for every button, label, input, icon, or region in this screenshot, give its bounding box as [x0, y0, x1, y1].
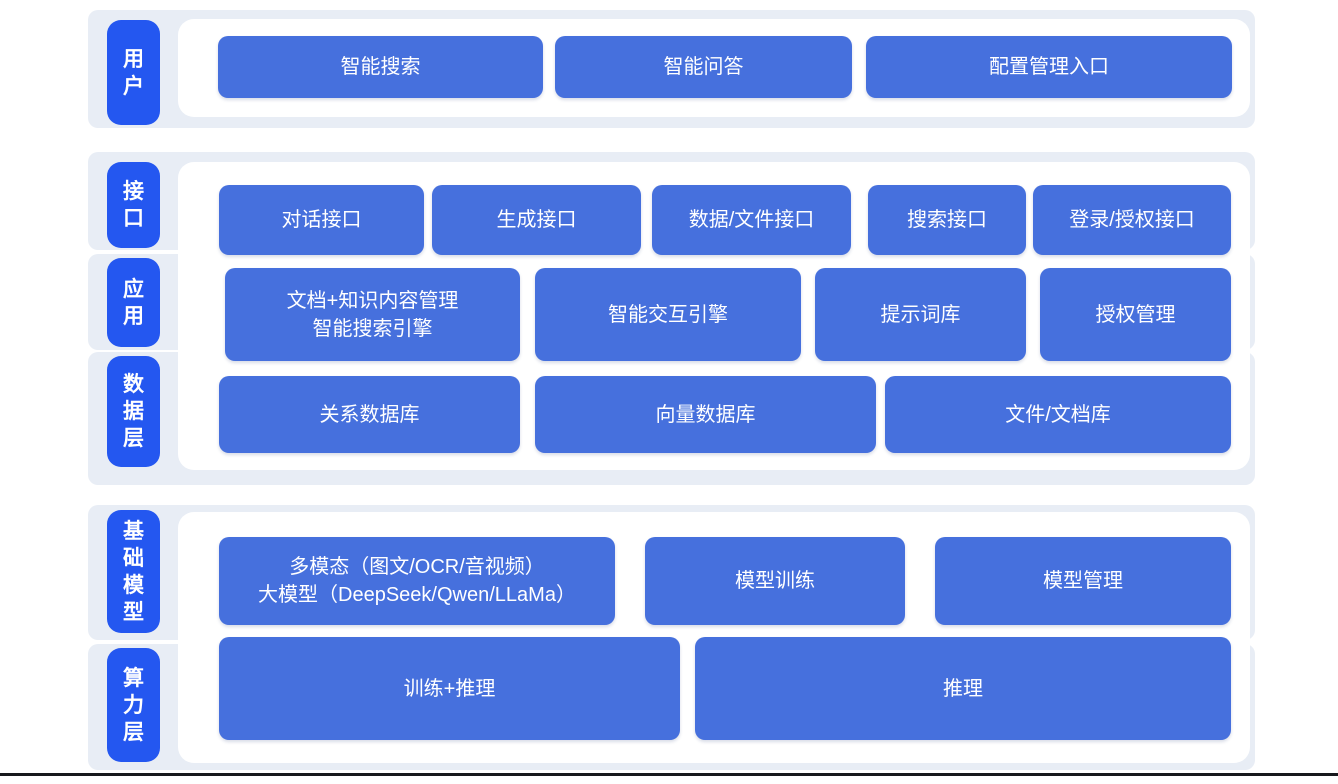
block-dialog-api: 对话接口	[219, 185, 424, 255]
tab-data-layer: 数据层	[107, 356, 160, 467]
block-model-training-label: 模型训练	[735, 570, 815, 592]
tab-foundation-model-layer: 基础模型	[107, 510, 160, 633]
block-generation-api: 生成接口	[432, 185, 641, 255]
tab-user-layer: 用户	[107, 20, 160, 125]
block-smart-qa: 智能问答	[555, 36, 852, 98]
block-login-auth-api-label: 登录/授权接口	[1069, 209, 1195, 231]
block-vector-db: 向量数据库	[535, 376, 876, 453]
block-data-file-api-label: 数据/文件接口	[688, 209, 815, 231]
block-multimodal-llm-line1: 多模态（图文/OCR/音视频）	[289, 556, 545, 578]
block-inference-label: 推理	[943, 677, 983, 700]
block-doc-knowledge-search-engine: 文档+知识内容管理 智能搜索引擎	[225, 268, 520, 361]
block-doc-knowledge-search-engine-line2: 智能搜索引擎	[312, 317, 433, 340]
tab-interface-layer-label: 接口	[123, 180, 144, 230]
block-training-inference-label: 训练+推理	[403, 677, 496, 700]
block-auth-management: 授权管理	[1040, 268, 1231, 361]
block-config-management-entry-label: 配置管理入口	[989, 56, 1109, 78]
block-multimodal-llm: 多模态（图文/OCR/音视频） 大模型（DeepSeek/Qwen/LLaMa）	[219, 537, 615, 625]
block-model-training: 模型训练	[645, 537, 905, 625]
block-relational-db-label: 关系数据库	[319, 403, 420, 426]
block-data-file-api: 数据/文件接口	[652, 185, 851, 255]
block-search-api-label: 搜索接口	[907, 209, 987, 231]
block-smart-search-label: 智能搜索	[340, 56, 421, 78]
block-multimodal-llm-line2: 大模型（DeepSeek/Qwen/LLaMa）	[258, 584, 576, 606]
block-smart-search: 智能搜索	[218, 36, 543, 98]
block-dialog-api-label: 对话接口	[281, 209, 362, 231]
block-prompt-library: 提示词库	[815, 268, 1026, 361]
tab-application-layer: 应用	[107, 258, 160, 347]
tab-compute-layer-label: 算力层	[123, 666, 144, 744]
block-model-management-label: 模型管理	[1043, 570, 1123, 592]
tab-interface-layer: 接口	[107, 162, 160, 248]
block-file-doc-store-label: 文件/文档库	[1005, 403, 1111, 426]
tab-compute-layer: 算力层	[107, 648, 160, 762]
block-vector-db-label: 向量数据库	[655, 403, 756, 426]
tab-data-layer-label: 数据层	[123, 373, 144, 450]
tab-user-layer-label: 用户	[123, 47, 144, 98]
block-auth-management-label: 授权管理	[1095, 303, 1176, 326]
bottom-divider-line	[0, 773, 1338, 776]
block-relational-db: 关系数据库	[219, 376, 520, 453]
block-generation-api-label: 生成接口	[496, 209, 577, 231]
block-interaction-engine: 智能交互引擎	[535, 268, 801, 361]
tab-foundation-model-layer-label: 基础模型	[123, 519, 144, 624]
block-file-doc-store: 文件/文档库	[885, 376, 1231, 453]
tab-application-layer-label: 应用	[123, 277, 144, 328]
block-inference: 推理	[695, 637, 1231, 740]
block-config-management-entry: 配置管理入口	[866, 36, 1232, 98]
block-model-management: 模型管理	[935, 537, 1231, 625]
block-search-api: 搜索接口	[868, 185, 1026, 255]
block-login-auth-api: 登录/授权接口	[1033, 185, 1231, 255]
block-training-inference: 训练+推理	[219, 637, 680, 740]
block-interaction-engine-label: 智能交互引擎	[608, 303, 728, 326]
block-doc-knowledge-search-engine-line1: 文档+知识内容管理	[286, 289, 459, 312]
block-prompt-library-label: 提示词库	[880, 303, 961, 326]
block-smart-qa-label: 智能问答	[663, 56, 744, 78]
